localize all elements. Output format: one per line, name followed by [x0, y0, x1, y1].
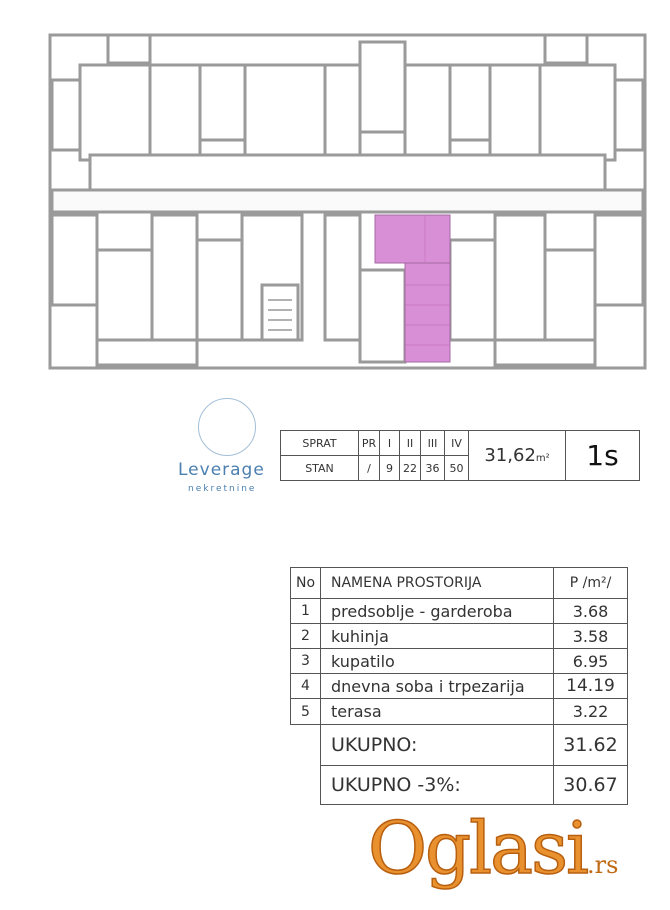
unit-iv: 50	[444, 455, 469, 481]
row-no: 4	[290, 673, 321, 699]
floor-iv: IV	[444, 430, 469, 456]
header-area: P /m²/	[553, 567, 628, 599]
total-label: UKUPNO:	[320, 724, 554, 766]
corridor	[50, 188, 645, 214]
row-name: terasa	[320, 698, 554, 725]
row-area: 14.19	[553, 673, 628, 699]
oglasi-watermark: Oglasi.rs	[367, 805, 619, 910]
unit-pr: /	[358, 455, 380, 481]
unit-code: 1s	[565, 430, 640, 481]
unit-area-value: 31,62	[484, 445, 536, 466]
unit-ii: 22	[399, 455, 421, 481]
floor-ii: II	[399, 430, 421, 456]
row-name: dnevna soba i trpezarija	[320, 673, 554, 699]
floor-i: I	[379, 430, 400, 456]
unit-iii: 36	[420, 455, 445, 481]
highlighted-unit-1s	[374, 214, 451, 363]
oglasi-tld: .rs	[587, 851, 619, 879]
row-name: kupatilo	[320, 648, 554, 674]
row-no: 2	[290, 623, 321, 649]
row-area: 3.22	[553, 698, 628, 725]
leverage-text: Leverage	[178, 460, 265, 480]
oglasi-logo-text: Oglasi	[367, 805, 590, 891]
header-name: NAMENA PROSTORIJA	[320, 567, 554, 599]
leverage-watermark: Leverage nekretnine	[178, 398, 276, 498]
row-area: 6.95	[553, 648, 628, 674]
row-name: kuhinja	[320, 623, 554, 649]
row-name: predsoblje - garderoba	[320, 598, 554, 624]
total-value: 31.62	[553, 724, 628, 766]
row-no: 5	[290, 698, 321, 725]
unit-i: 9	[379, 455, 400, 481]
unit-label: STAN	[280, 455, 359, 481]
row-no: 1	[290, 598, 321, 624]
row-no: 3	[290, 648, 321, 674]
floor-iii: III	[420, 430, 445, 456]
row-area: 3.68	[553, 598, 628, 624]
floor-label: SPRAT	[280, 430, 359, 456]
floor-plan	[48, 33, 647, 370]
floor-pr: PR	[358, 430, 380, 456]
header-no: No	[290, 567, 321, 599]
unit-area-unit: m²	[535, 453, 550, 464]
total-reduced-label: UKUPNO -3%:	[320, 765, 554, 805]
row-area: 3.58	[553, 623, 628, 649]
total-reduced-value: 30.67	[553, 765, 628, 805]
leverage-subtext: nekretnine	[188, 484, 257, 494]
